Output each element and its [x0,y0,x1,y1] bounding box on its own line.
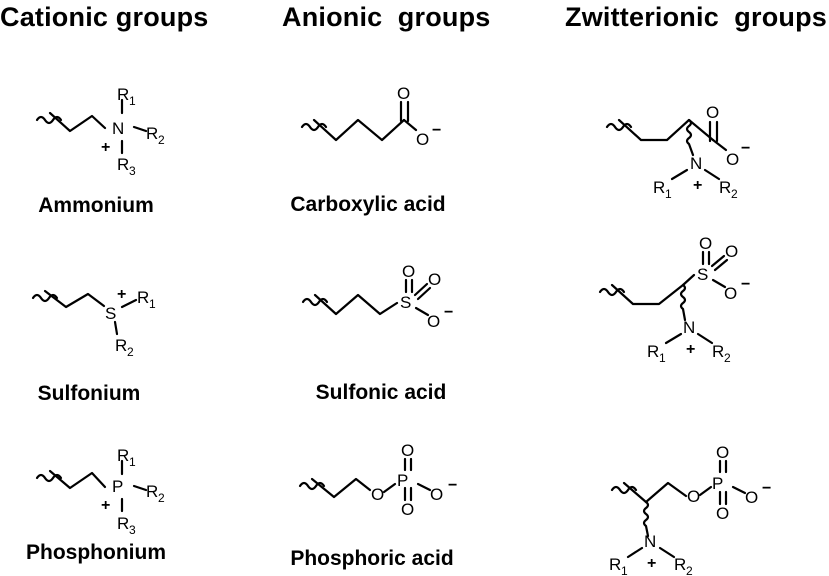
atom-o: O [724,284,737,303]
header-cationic: Cationic groups [0,2,209,32]
wavy-bond [300,122,328,132]
svg-text:R: R [146,482,158,501]
atom-o: O [401,441,414,460]
charge-plus: + [101,497,110,514]
svg-text:2: 2 [724,351,731,365]
label-ammonium: Ammonium [38,194,154,217]
svg-text:R: R [647,342,659,361]
charge-plus: + [686,341,695,358]
atom-o: O [716,443,729,462]
atom-n: N [683,318,695,337]
header-anionic: Anionic groups [282,2,491,32]
svg-text:R: R [146,124,158,143]
atom-o: O [726,150,739,169]
svg-text:R: R [609,555,621,574]
charge-minus: − [444,304,453,321]
atom-o: O [716,504,729,523]
wavy-bond [605,122,633,132]
svg-text:R: R [117,155,129,174]
atom-s: S [697,265,708,284]
wavy-bond [35,473,63,483]
svg-text:3: 3 [129,523,136,537]
svg-text:R: R [653,178,665,197]
wavy-bond [35,115,63,125]
svg-text:2: 2 [686,564,693,576]
atom-o: O [401,500,414,519]
charge-minus: − [741,276,750,293]
atom-o: O [371,485,384,504]
atom-o: O [428,270,441,289]
charge-minus: − [762,480,771,497]
charge-minus: − [741,140,750,157]
label-phosphoric-acid: Phosphoric acid [290,547,454,570]
svg-text:1: 1 [149,297,156,311]
atom-p: P [112,477,123,496]
label-sulfonium: Sulfonium [37,382,141,405]
structure-carboxylate: O O − [300,84,441,149]
wavy-bond [31,293,59,303]
svg-text:R: R [115,336,127,355]
atom-o: O [706,103,719,122]
charge-plus: + [117,286,126,303]
atom-o: O [699,234,712,253]
charge-minus: − [448,477,457,494]
svg-text:2: 2 [731,187,738,201]
svg-text:2: 2 [158,133,165,147]
atom-n: N [644,532,656,551]
atom-o: O [725,242,738,261]
atom-s: S [400,293,411,312]
charge-plus: + [647,555,656,572]
atom-o: O [416,130,429,149]
svg-text:R: R [117,85,129,104]
label-phosphonium: Phosphonium [26,541,166,564]
svg-text:1: 1 [129,94,136,108]
svg-text:R: R [117,446,129,465]
label-carboxylic-acid: Carboxylic acid [290,193,446,216]
wavy-bond [298,481,326,491]
atom-p: P [397,471,408,490]
svg-text:1: 1 [659,351,666,365]
structure-phosphate: O P O O O − [298,441,457,519]
svg-text:R: R [137,288,149,307]
svg-text:1: 1 [129,455,136,469]
atom-s: S [105,304,116,323]
structure-sulfonate: S O O O − [301,262,453,331]
atom-o: O [402,262,415,281]
atom-p: P [712,474,723,493]
wavy-bond [598,287,626,297]
svg-text:2: 2 [158,491,165,505]
svg-text:2: 2 [127,345,134,359]
svg-text:R: R [719,178,731,197]
atom-o: O [430,485,443,504]
atom-o: O [687,487,700,506]
svg-text:3: 3 [129,164,136,178]
svg-text:1: 1 [621,564,628,576]
svg-text:R: R [712,342,724,361]
charge-plus: + [101,139,110,156]
svg-text:R: R [674,555,686,574]
atom-o: O [427,312,440,331]
svg-text:R: R [117,514,129,533]
atom-o: O [397,84,410,103]
atom-o: O [745,488,758,507]
charge-plus: + [693,177,702,194]
svg-text:1: 1 [665,187,672,201]
wavy-bond [301,297,329,307]
label-sulfonic-acid: Sulfonic acid [315,381,447,404]
atom-n: N [112,119,124,138]
charge-minus: − [432,122,441,139]
header-zwitterionic: Zwitterionic groups [565,2,828,32]
atom-n: N [690,154,702,173]
wavy-bond [610,485,638,495]
